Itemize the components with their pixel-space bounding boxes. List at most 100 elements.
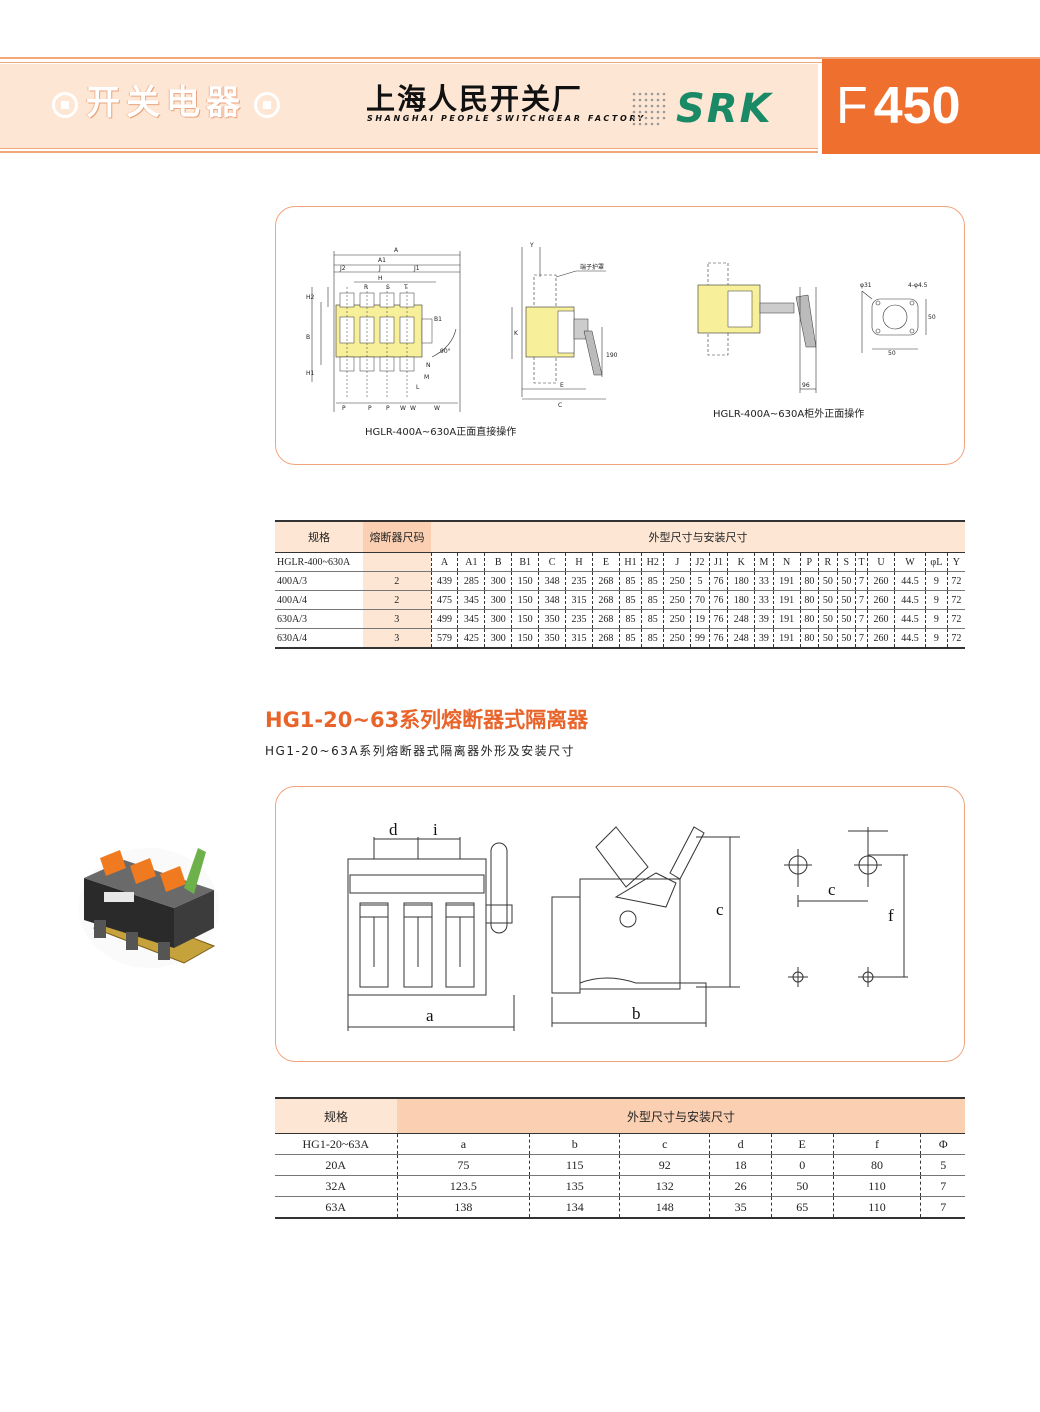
value-cell: 250	[663, 628, 691, 649]
value-cell: 475	[430, 590, 458, 610]
category-label: 开关电器	[86, 83, 246, 123]
col-header: c	[619, 1133, 710, 1155]
code-cell: 2	[363, 590, 431, 610]
caption-front-operation: HGLR-400A~630A正面直接操作	[365, 427, 517, 438]
value-cell: 138	[396, 1196, 530, 1219]
col-header: R	[818, 552, 838, 572]
dim-label: 4-φ4.5	[908, 282, 928, 289]
value-cell: 65	[770, 1196, 834, 1219]
value-cell: 235	[565, 571, 593, 591]
value-cell: 115	[529, 1154, 620, 1176]
value-cell: 39	[754, 609, 774, 629]
section-subtitle: HG1-20~63A系列熔断器式隔离器外形及安装尺寸	[265, 744, 576, 758]
value-cell: 110	[832, 1175, 921, 1197]
table-row: 63A 138 134 148 35 65 110 7	[275, 1196, 965, 1219]
col-header: B	[484, 552, 512, 572]
value-cell: 50	[836, 571, 856, 591]
table-column-row: HG1-20~63A a b c d E f Φ	[275, 1133, 965, 1155]
category-title: 开关电器	[44, 79, 288, 127]
value-cell: 19	[690, 609, 710, 629]
dim-label: C	[558, 402, 562, 409]
value-cell: 99	[690, 628, 710, 649]
value-cell: 499	[430, 609, 458, 629]
value-cell: 50	[818, 628, 838, 649]
value-cell: 250	[663, 609, 691, 629]
page-letter: F	[836, 77, 868, 135]
value-cell: 348	[538, 571, 566, 591]
table-row: 400A/3 2 439 285 300 150 348 235 268 85 …	[275, 571, 965, 591]
value-cell: 345	[457, 590, 485, 610]
col-header: J2	[690, 552, 710, 572]
value-cell: 268	[591, 628, 620, 649]
value-cell: 180	[727, 590, 755, 610]
value-cell: 9	[925, 571, 948, 591]
hglr-dimension-drawing: A A1 J2 J J1 H H2 B B1 H1 P P P W W W R …	[306, 242, 936, 412]
col-header: b	[529, 1133, 620, 1155]
value-cell: 7	[855, 571, 868, 591]
value-cell: 35	[709, 1196, 772, 1219]
table-row: 32A 123.5 135 132 26 50 110 7	[275, 1175, 965, 1197]
value-cell: 123.5	[396, 1175, 530, 1197]
value-cell: 300	[484, 628, 512, 649]
value-cell: 70	[690, 590, 710, 610]
dim-label: c	[828, 880, 836, 899]
dim-label: P	[342, 405, 346, 412]
value-cell: 132	[619, 1175, 710, 1197]
value-cell: 148	[619, 1196, 710, 1219]
header-fuse-size: 熔断器尺码	[363, 521, 431, 553]
caption-panel-operation: HGLR-400A~630A柜外正面操作	[713, 409, 865, 420]
value-cell: 191	[772, 628, 801, 649]
value-cell: 191	[772, 571, 801, 591]
col-header: P	[799, 552, 819, 572]
value-cell: 345	[457, 609, 485, 629]
value-cell: 5	[920, 1154, 965, 1176]
col-header: N	[772, 552, 801, 572]
col-header: Φ	[920, 1133, 965, 1155]
value-cell: 50	[836, 590, 856, 610]
value-cell: 80	[799, 628, 819, 649]
page-number-value: 450	[873, 77, 961, 135]
dim-label: H	[378, 275, 383, 282]
bullet-icon	[254, 91, 280, 118]
header-dimensions: 外型尺寸与安装尺寸	[397, 1098, 965, 1134]
dim-label: P	[368, 405, 372, 412]
code-cell: 3	[363, 628, 431, 649]
value-cell: 76	[708, 590, 728, 610]
dim-label: A	[394, 247, 399, 254]
table-row: 630A/4 3 579 425 300 150 350 315 268 85 …	[275, 628, 965, 649]
value-cell: 260	[867, 609, 895, 629]
spec-cell: 630A/4	[275, 628, 363, 649]
spec-cell: 32A	[275, 1175, 397, 1197]
value-cell: 348	[538, 590, 566, 610]
col-header: M	[754, 552, 774, 572]
value-cell: 300	[484, 571, 512, 591]
table-row: 400A/4 2 475 345 300 150 348 315 268 85 …	[275, 590, 965, 610]
value-cell: 191	[772, 609, 801, 629]
value-cell: 76	[708, 571, 728, 591]
value-cell: 85	[618, 609, 642, 629]
dim-label: 90°	[440, 348, 451, 355]
col-header: E	[770, 1133, 834, 1155]
value-cell: 7	[855, 590, 868, 610]
dim-label: b	[632, 1004, 641, 1023]
code-cell: 2	[363, 571, 431, 591]
table-header-row: 规格 外型尺寸与安装尺寸	[275, 1098, 965, 1134]
dim-label: i	[433, 820, 438, 839]
value-cell: 50	[818, 609, 838, 629]
value-cell: 18	[709, 1154, 772, 1176]
value-cell: 85	[641, 571, 664, 591]
value-cell: 76	[708, 609, 728, 629]
bullet-icon	[52, 91, 78, 118]
dim-label: W	[400, 405, 406, 412]
value-cell: 50	[770, 1175, 834, 1197]
logo-dots-icon	[632, 92, 666, 126]
value-cell: 300	[484, 590, 512, 610]
value-cell: 235	[565, 609, 593, 629]
value-cell: 85	[641, 590, 664, 610]
value-cell: 268	[591, 609, 620, 629]
factory-name-en: SHANGHAI PEOPLE SWITCHGEAR FACTORY	[367, 114, 646, 123]
value-cell: 315	[565, 590, 593, 610]
value-cell: 72	[946, 571, 965, 591]
value-cell: 50	[818, 571, 838, 591]
